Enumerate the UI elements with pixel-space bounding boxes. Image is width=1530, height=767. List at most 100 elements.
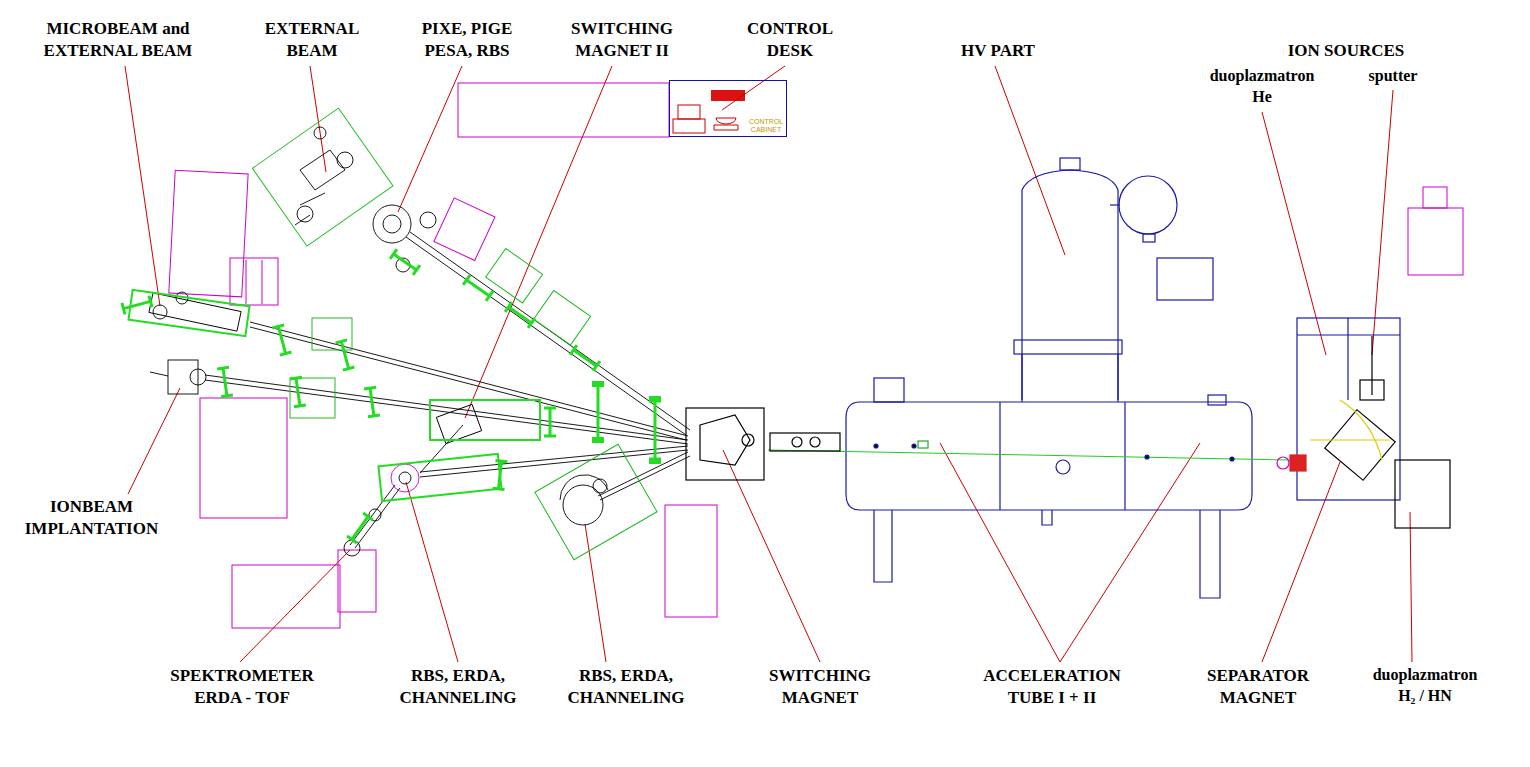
drawing-part	[714, 118, 738, 130]
drawing-part	[297, 206, 313, 222]
drawing-part	[486, 248, 543, 302]
callout-label: SWITCHING MAGNET	[753, 665, 888, 709]
drawing-part	[544, 408, 556, 436]
drawing-part	[168, 360, 198, 394]
drawing-part	[600, 456, 690, 500]
callout-label: PIXE, PIGE PESA, RBS	[408, 18, 526, 62]
drawing-part	[1208, 395, 1226, 405]
drawing-part	[874, 444, 878, 448]
cabinet-label: CONTROL CABINET	[749, 118, 783, 134]
drawing-part	[673, 119, 705, 133]
drawing-part	[846, 402, 1252, 510]
drawing-part	[463, 275, 493, 301]
drawing-part	[420, 446, 688, 472]
drawing-part	[420, 212, 436, 228]
drawing-part	[436, 404, 481, 443]
callout-label: SWITCHING MAGNET II	[560, 18, 685, 62]
drawing-part	[430, 400, 540, 440]
beam-lines	[149, 127, 690, 556]
drawing-part	[1157, 258, 1213, 300]
drawing-part	[1325, 410, 1395, 480]
drawing-part	[912, 444, 916, 448]
drawing-part	[999, 402, 1000, 510]
drawing-part	[1408, 208, 1463, 275]
callout-label: ION SOURCES	[1271, 40, 1421, 62]
drawing-part	[337, 152, 353, 168]
drawing-part	[378, 454, 501, 501]
drawing-part	[250, 327, 686, 440]
drawing-part	[493, 460, 508, 489]
floor-outlines	[169, 83, 1463, 628]
drawing-part	[686, 408, 764, 480]
leader-lines	[125, 66, 1412, 662]
drawing-part	[122, 296, 152, 315]
drawing-part	[465, 66, 612, 418]
drawing-part	[190, 369, 206, 385]
drawing-part	[290, 378, 335, 418]
drawing-part	[593, 479, 607, 493]
drawing-part	[1277, 457, 1289, 469]
drawing-part	[252, 108, 393, 246]
drawing-part	[1230, 457, 1234, 461]
drawing-part	[1117, 354, 1118, 402]
drawing-part	[1022, 170, 1118, 400]
drawing-part	[570, 345, 600, 371]
cabinet-box: CONTROL CABINET	[669, 80, 787, 137]
drawing-part	[250, 322, 688, 436]
drawing-part	[398, 66, 462, 212]
drawing-part	[598, 452, 688, 496]
drawing-part	[1014, 340, 1122, 354]
drawing-part	[153, 305, 167, 319]
drawing-part	[1360, 380, 1384, 400]
drawing-part	[665, 505, 717, 617]
callout-label: HV PART	[923, 40, 1073, 62]
drawing-part	[390, 249, 420, 275]
drawing-part	[1340, 400, 1382, 460]
drawing-part	[128, 388, 180, 494]
drawing-part	[338, 550, 376, 612]
drawing-part	[205, 375, 688, 440]
callout-label: ACCELERATION TUBE I + II	[960, 665, 1145, 709]
drawing-part	[406, 237, 686, 435]
drawing-part	[535, 444, 657, 560]
drawing-part	[995, 66, 1065, 255]
drawing-part	[273, 325, 292, 355]
callout-label: RBS, ERDA, CHANNELING	[551, 665, 701, 709]
drawing-part	[1056, 460, 1070, 474]
drawing-part	[420, 450, 688, 477]
drawing-part	[534, 290, 591, 344]
drawing-part	[232, 565, 340, 628]
drawing-part	[217, 367, 233, 396]
drawing-part	[770, 433, 840, 451]
supports	[122, 108, 661, 560]
drawing-part	[350, 485, 395, 545]
drawing-part	[150, 372, 168, 376]
drawing-part	[768, 450, 1290, 460]
drawing-part	[1145, 455, 1149, 459]
drawing-part	[125, 66, 160, 306]
drawing-part	[1060, 443, 1200, 662]
drawing-part	[383, 215, 401, 233]
ion-sources	[1277, 318, 1450, 528]
drawing-part	[262, 260, 263, 304]
drawing-part	[406, 482, 458, 662]
drawing-part	[1262, 462, 1340, 662]
drawing-part	[1297, 318, 1400, 500]
drawing-part	[742, 434, 754, 446]
drawing-part	[205, 380, 688, 444]
drawing-part	[458, 83, 669, 137]
drawing-part	[505, 302, 535, 328]
drawing-part	[585, 524, 606, 662]
callout-label: SEPARATOR MAGNET	[1191, 665, 1326, 709]
switching-magnet	[686, 408, 764, 480]
drawing-part	[722, 66, 785, 110]
drawing-part	[1290, 455, 1306, 471]
drawing-part	[240, 550, 350, 662]
drawing-part	[563, 485, 603, 525]
drawing-part	[434, 198, 495, 261]
drawing-part	[1347, 318, 1348, 400]
drawing-part	[169, 170, 248, 297]
drawing-part	[364, 387, 380, 416]
